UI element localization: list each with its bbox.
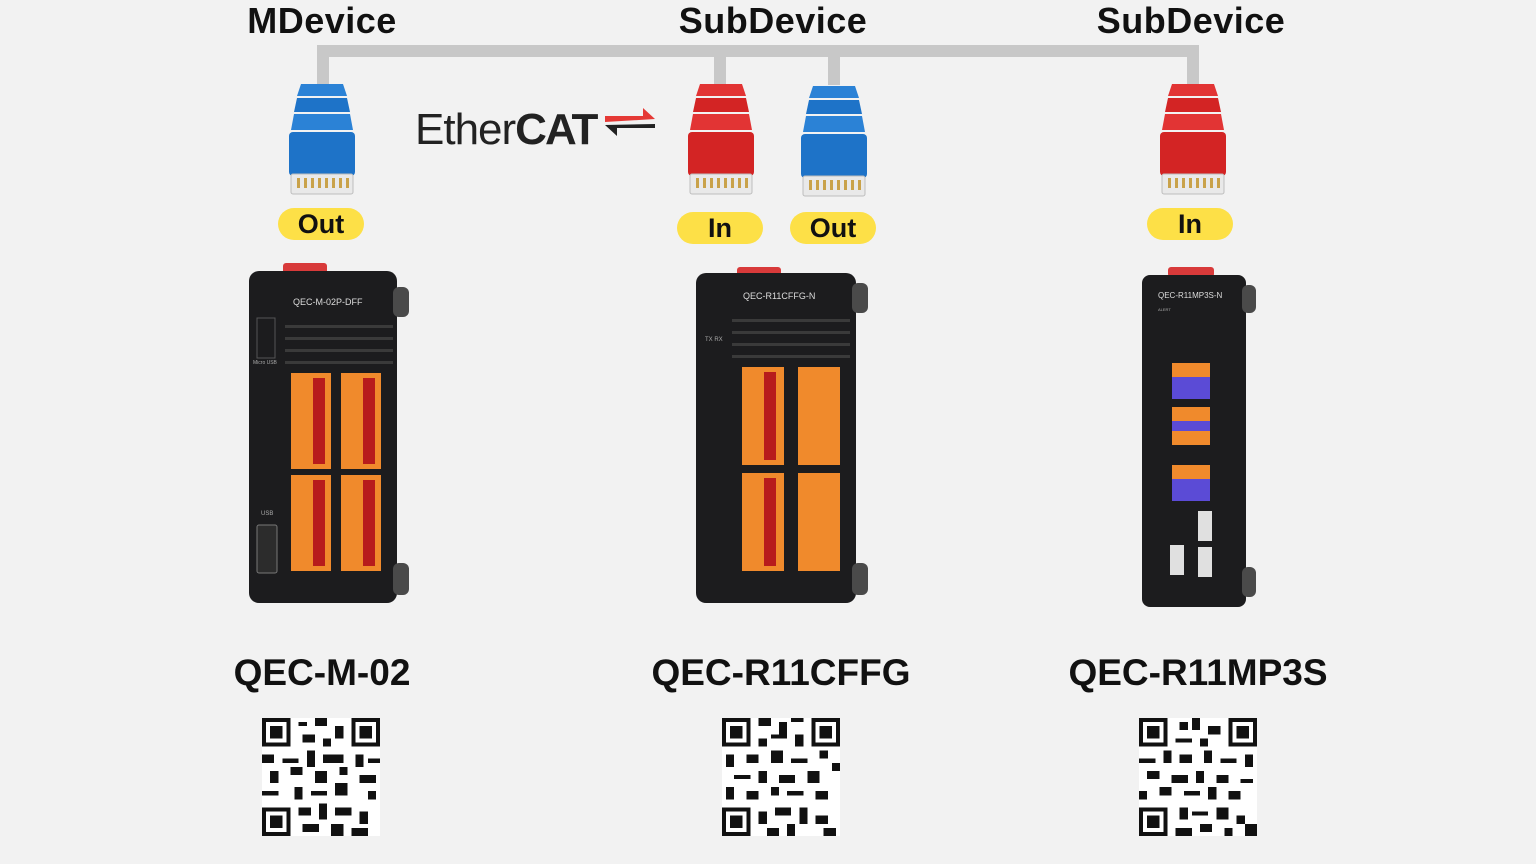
alert-led-label: ALERT xyxy=(1158,307,1171,312)
device-qec-r11mp3s: QEC-R11MP3S-N ALERT xyxy=(1138,267,1258,609)
qr-code-icon[interactable] xyxy=(722,718,840,836)
logo-suffix: CAT xyxy=(515,105,598,154)
status-led-label: TX RX xyxy=(705,337,723,343)
qr-code-icon[interactable] xyxy=(1139,718,1257,836)
usb-label: USB xyxy=(261,511,274,517)
model-name-qec-m-02: QEC-M-02 xyxy=(233,652,411,693)
rj45-plug-icon xyxy=(1160,84,1226,195)
model-name-qec-r11cffg: QEC-R11CFFG xyxy=(651,652,911,693)
role-subdevice-2: SubDevice xyxy=(1096,0,1286,41)
rj45-plug-icon xyxy=(289,84,355,195)
logo-prefix: Ether xyxy=(415,105,516,154)
ethercat-logo: EtherCAT xyxy=(415,105,655,154)
network-cable-drop-sub1-out xyxy=(828,45,840,85)
network-cable-drop-mdevice xyxy=(317,45,329,85)
ethercat-arrow-icon xyxy=(605,108,655,136)
device-qec-r11cffg: QEC-R11CFFG-N TX RX xyxy=(692,267,872,607)
panel-label: QEC-R11CFFG-N xyxy=(743,291,816,301)
port-label-mdevice-out: Out xyxy=(278,208,364,240)
panel-label: QEC-R11MP3S-N xyxy=(1158,291,1223,300)
role-mdevice: MDevice xyxy=(247,0,397,41)
network-cable-drop-sub2-in xyxy=(1187,45,1199,85)
network-cable-drop-sub1-in xyxy=(714,45,726,85)
panel-label: QEC-M-02P-DFF xyxy=(293,297,363,307)
rj45-plug-icon xyxy=(688,84,754,195)
qr-code-icon[interactable] xyxy=(262,718,380,836)
port-label-sub1-out: Out xyxy=(790,212,876,244)
rj45-plug-icon xyxy=(801,86,867,197)
port-label-sub1-in: In xyxy=(677,212,763,244)
device-qec-m-02: QEC-M-02P-DFF Micro USB USB xyxy=(245,263,413,608)
port-label-sub2-in: In xyxy=(1147,208,1233,240)
role-subdevice-1: SubDevice xyxy=(678,0,868,41)
model-name-qec-r11mp3s: QEC-R11MP3S xyxy=(1068,652,1328,693)
network-cable-horizontal xyxy=(317,45,1197,57)
micro-usb-label: Micro USB xyxy=(253,360,277,366)
